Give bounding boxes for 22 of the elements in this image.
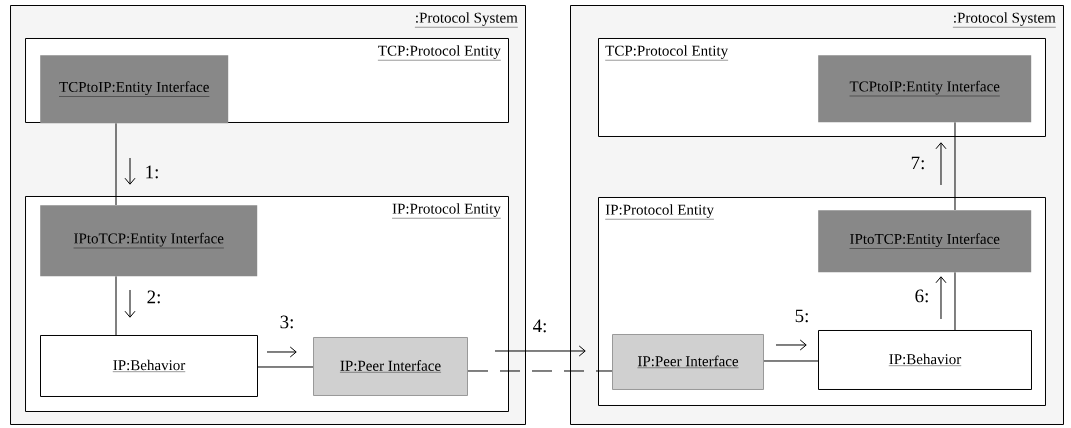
interface-box: IPtoTCP:Entity Interface [40,205,258,277]
message-number: 1: [146,165,158,179]
behavior-box: IP:Behavior [40,335,258,397]
message-number: 2: [147,290,160,304]
connector-line [763,360,819,362]
message-number: 4: [533,319,546,333]
connector-line [115,275,117,336]
message-number: 7: [911,156,924,170]
behavior-box: IP:Behavior [818,330,1032,390]
interface-box: TCPtoIP:Entity Interface [40,55,229,124]
connector-line [954,121,956,211]
message-number: 5: [795,309,808,323]
connector-line [467,370,613,372]
message-number: 3: [280,315,293,329]
connector-line [954,271,956,331]
interface-box: IP:Peer Interface [612,334,764,390]
interface-box: IPtoTCP:Entity Interface [818,210,1032,273]
message-number: 6: [915,289,928,303]
connector-line [115,122,117,206]
interface-box: TCPtoIP:Entity Interface [818,55,1032,123]
interface-box: IP:Peer Interface [313,337,468,396]
connector-line [257,366,314,368]
